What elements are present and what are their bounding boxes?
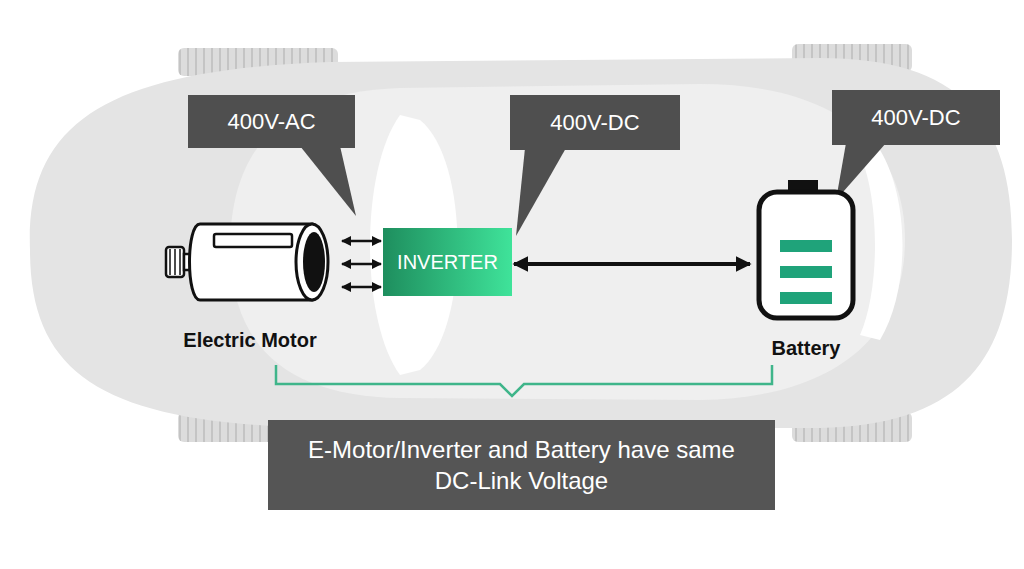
inverter-box: INVERTER bbox=[383, 228, 512, 296]
node-label: E-Motor/Inverter and Battery have same D… bbox=[297, 434, 747, 496]
car-body bbox=[30, 58, 1012, 428]
callout-box: 400V-DC bbox=[510, 95, 680, 150]
bracket bbox=[276, 365, 772, 396]
car-rear-window bbox=[860, 150, 903, 340]
note-box: E-Motor/Inverter and Battery have same D… bbox=[268, 420, 775, 510]
node-label: Battery bbox=[752, 337, 860, 360]
callout-box: 400V-DC bbox=[832, 90, 1000, 145]
battery-node: Battery bbox=[752, 178, 860, 360]
node-label: 400V-AC bbox=[227, 109, 315, 135]
callout-box: 400V-AC bbox=[188, 95, 355, 148]
battery-symbol bbox=[759, 180, 853, 318]
connector-arrow bbox=[342, 286, 381, 289]
node-label: 400V-DC bbox=[550, 110, 639, 136]
connector-arrow bbox=[514, 262, 750, 266]
callout-pointer bbox=[300, 146, 356, 216]
motor-symbol bbox=[166, 224, 328, 300]
motor-node: Electric Motor bbox=[160, 212, 340, 352]
node-label: Electric Motor bbox=[160, 329, 340, 352]
node-label: 400V-DC bbox=[871, 105, 960, 131]
node-label: INVERTER bbox=[397, 251, 498, 274]
connector-arrow bbox=[342, 263, 381, 266]
connector-arrow bbox=[342, 240, 381, 243]
callout-pointer bbox=[516, 148, 566, 236]
